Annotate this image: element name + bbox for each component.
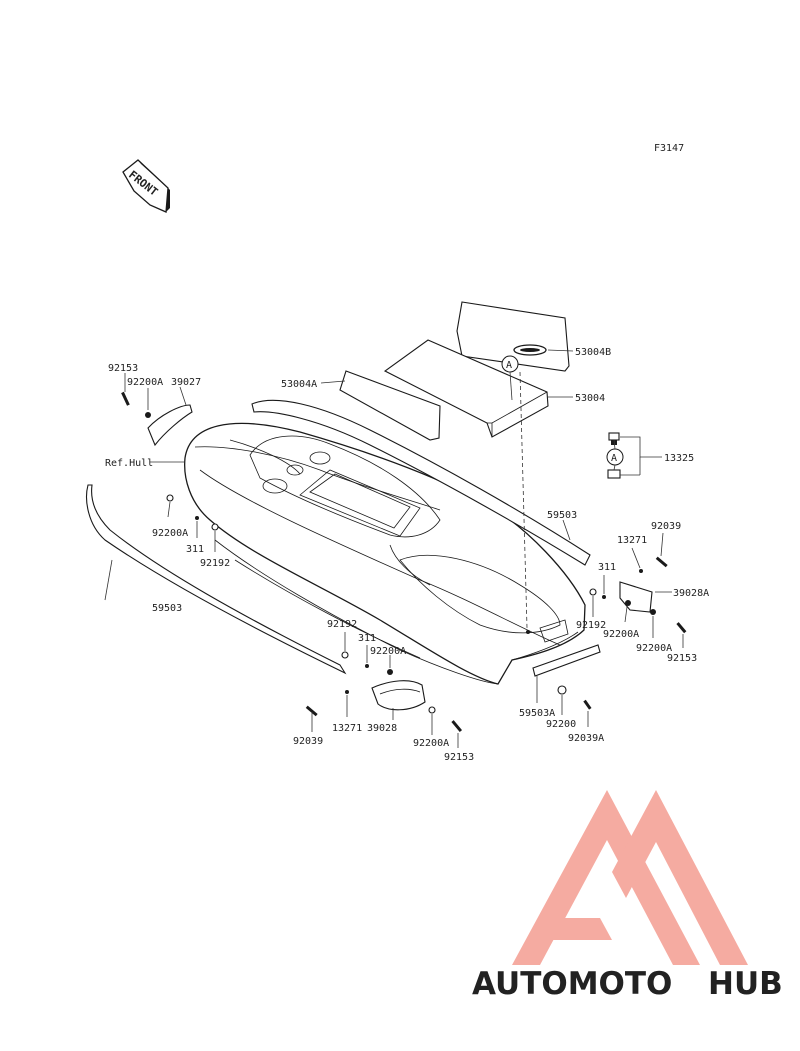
label-39027: 39027 xyxy=(171,377,201,388)
watermark-text-part2: HUB xyxy=(708,966,783,1002)
label-92200a-b: 92200A xyxy=(152,528,188,539)
label-92200a-c: 92200A xyxy=(603,629,639,640)
label-92039-a: 92039 xyxy=(651,521,681,532)
label-13271-b: 13271 xyxy=(332,723,362,734)
label-92200a-e: 92200A xyxy=(370,646,406,657)
label-59503-a: 59503 xyxy=(547,510,577,521)
label-53004a: 53004A xyxy=(281,379,317,390)
bumper-39028 xyxy=(371,680,426,711)
watermark-text-part1: AUTOMOTO xyxy=(472,966,672,1002)
label-39028: 39028 xyxy=(367,723,397,734)
callout-a-plug: A xyxy=(606,448,624,466)
label-13325: 13325 xyxy=(664,453,694,464)
label-92192-b: 92192 xyxy=(576,620,606,631)
label-92200a-d: 92200A xyxy=(636,643,672,654)
label-311-a: 311 xyxy=(186,544,204,555)
label-92200a-f: 92200A xyxy=(413,738,449,749)
label-53004b: 53004B xyxy=(575,347,611,358)
label-53004: 53004 xyxy=(575,393,605,404)
label-92192-c: 92192 xyxy=(327,619,357,630)
label-39028a: 39028A xyxy=(673,588,709,599)
rub-rail-right-59503 xyxy=(251,399,591,566)
label-92153-b: 92153 xyxy=(667,653,697,664)
label-311-c: 311 xyxy=(358,633,376,644)
label-92153-a: 92153 xyxy=(108,363,138,374)
label-92192-a: 92192 xyxy=(200,558,230,569)
label-59503-b: 59503 xyxy=(152,603,182,614)
rub-rail-left-59503 xyxy=(86,484,347,675)
bumper-39028a xyxy=(619,581,653,613)
seat-cover-53004b xyxy=(456,301,570,372)
label-92153-c: 92153 xyxy=(444,752,474,763)
label-59503a: 59503A xyxy=(519,708,555,719)
seat-pad-53004a xyxy=(339,370,441,441)
label-ref-hull: Ref.Hull xyxy=(105,458,153,469)
watermark-logo: AUTOMOTO HUB xyxy=(472,790,783,1002)
hardware xyxy=(121,391,687,733)
hull xyxy=(184,422,586,685)
seat-pad-53004 xyxy=(383,339,549,438)
callout-a-seat-letter: A xyxy=(506,360,512,371)
label-92200a-a: 92200A xyxy=(127,377,163,388)
figure-code: F3147 xyxy=(654,143,684,154)
callout-a-plug-letter: A xyxy=(611,453,617,464)
label-92039a: 92039A xyxy=(568,733,604,744)
part-labels: 92153 92200A 39027 53004A 53004B 53004 1… xyxy=(105,347,709,763)
bumper-39027 xyxy=(147,404,193,447)
watermark-triangle-icon xyxy=(512,790,748,965)
leader-lines xyxy=(104,349,684,748)
rear-rail-59503a xyxy=(532,644,601,677)
label-311-b: 311 xyxy=(598,562,616,573)
label-13271-a: 13271 xyxy=(617,535,647,546)
label-92200: 92200 xyxy=(546,719,576,730)
label-92039-b: 92039 xyxy=(293,736,323,747)
front-arrow-icon: FRONT xyxy=(122,159,170,213)
callout-a-seat: A xyxy=(501,355,519,373)
